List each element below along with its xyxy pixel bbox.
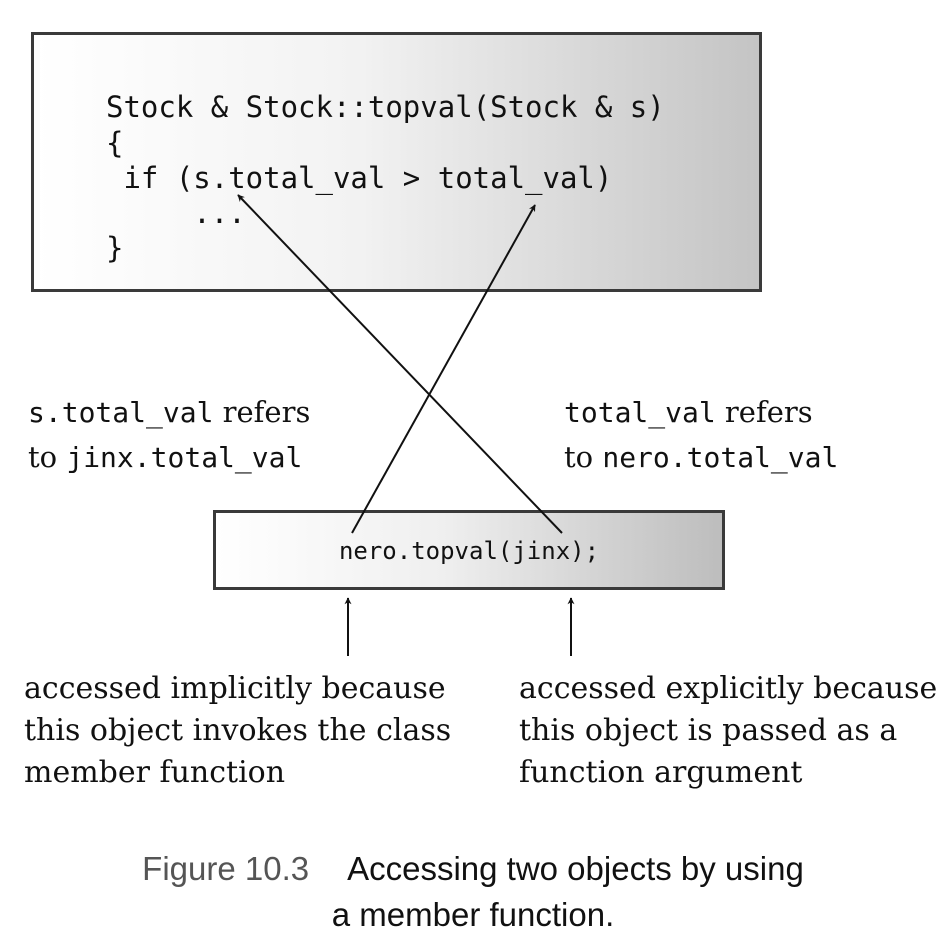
code-line-signature: Stock & Stock::topval(Stock & s) [106, 90, 665, 124]
caption-line1: Figure 10.3 Accessing two objects by usin… [0, 846, 946, 892]
right-refers-code1: total_val [564, 396, 716, 429]
call-expression: nero.topval(jinx); [338, 537, 600, 565]
code-line-if: if (s.total_val > total_val) [106, 161, 613, 195]
right-refers-text2: to [564, 440, 603, 474]
right-refers-line1: total_val refers [564, 390, 838, 435]
left-refers-line1: s.total_val refers [28, 390, 310, 435]
right-refers-code2: nero.total_val [602, 441, 839, 474]
implicit-note-line2: this object invokes the class [24, 713, 452, 748]
code-box: Stock & Stock::topval(Stock & s) { if (s… [31, 32, 762, 292]
code-line-close-brace: } [106, 231, 124, 265]
explicit-note-line3: function argument [519, 755, 803, 790]
left-refers-line2: to jinx.total_val [28, 435, 310, 480]
figure-number: Figure 10.3 [142, 850, 310, 887]
explicit-note-line1: accessed explicitly because [519, 671, 938, 706]
call-box: nero.topval(jinx); [213, 510, 725, 590]
left-refers-label: s.total_val refers to jinx.total_val [28, 390, 310, 480]
left-refers-code2: jinx.total_val [66, 441, 303, 474]
right-refers-line2: to nero.total_val [564, 435, 838, 480]
implicit-note-line3: member function [24, 755, 286, 790]
left-refers-code1: s.total_val [28, 396, 214, 429]
code-line-ellipsis: ... [106, 196, 246, 230]
figure-caption: Figure 10.3 Accessing two objects by usin… [0, 846, 946, 938]
explicit-note-line2: this object is passed as a [519, 713, 898, 748]
left-refers-text1: refers [213, 395, 311, 429]
left-refers-text2: to [28, 440, 67, 474]
implicit-note-line1: accessed implicitly because [24, 671, 446, 706]
caption-text-line1: Accessing two objects by using [347, 850, 804, 887]
caption-text-line2: a member function. [331, 896, 615, 933]
right-refers-label: total_val refers to nero.total_val [564, 390, 838, 480]
explicit-note: accessed explicitly because this object … [519, 668, 937, 794]
implicit-note: accessed implicitly because this object … [24, 668, 451, 794]
right-refers-text1: refers [715, 395, 813, 429]
code-line-open-brace: { [106, 126, 124, 160]
